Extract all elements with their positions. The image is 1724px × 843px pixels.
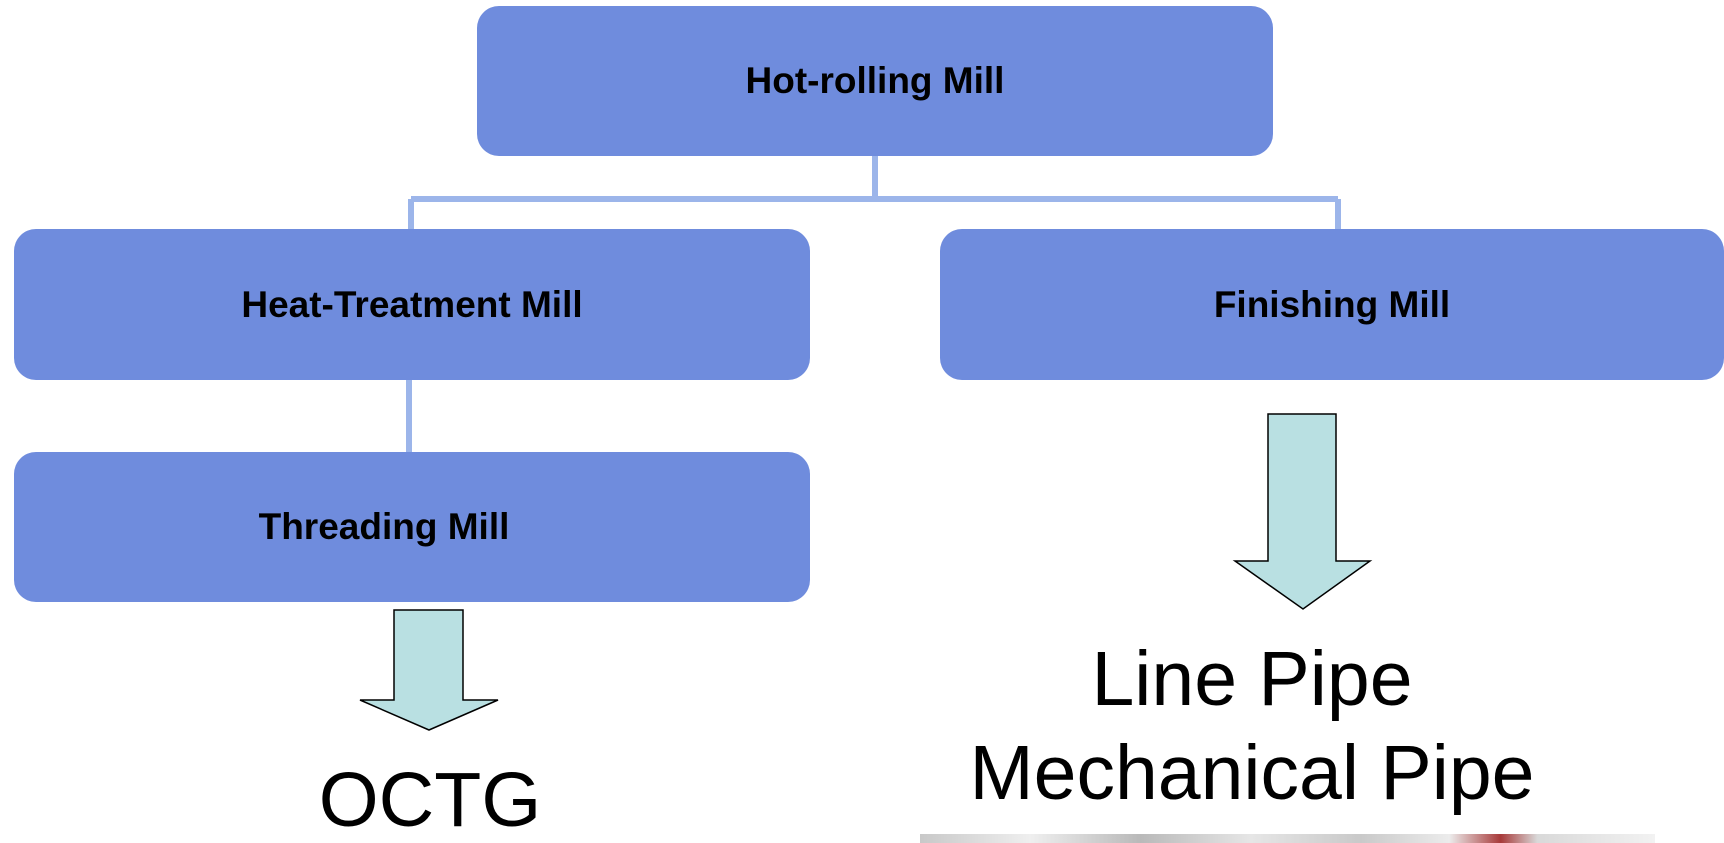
heat-treatment-mill-box: Heat-Treatment Mill [14,229,810,380]
finishing-mill-label: Finishing Mill [1213,283,1451,325]
octg-product-label: OCTG [318,757,542,843]
threading-mill-box: Threading Mill [14,452,810,602]
finishing-mill-box: Finishing Mill [940,229,1724,380]
hot-rolling-mill-label: Hot-rolling Mill [745,60,1005,101]
pipe-photo-strip [920,834,1655,843]
threading-mill-label: Threading Mill [258,506,510,547]
line-pipe-product-label: Line Pipe [1091,636,1413,722]
hot-rolling-mill-box: Hot-rolling Mill [477,6,1273,156]
down-arrow-line-pipe [1232,413,1373,610]
mechanical-pipe-product-label: Mechanical Pipe [969,730,1535,816]
down-arrow-octg [359,609,499,731]
heat-treatment-mill-label: Heat-Treatment Mill [241,283,583,325]
